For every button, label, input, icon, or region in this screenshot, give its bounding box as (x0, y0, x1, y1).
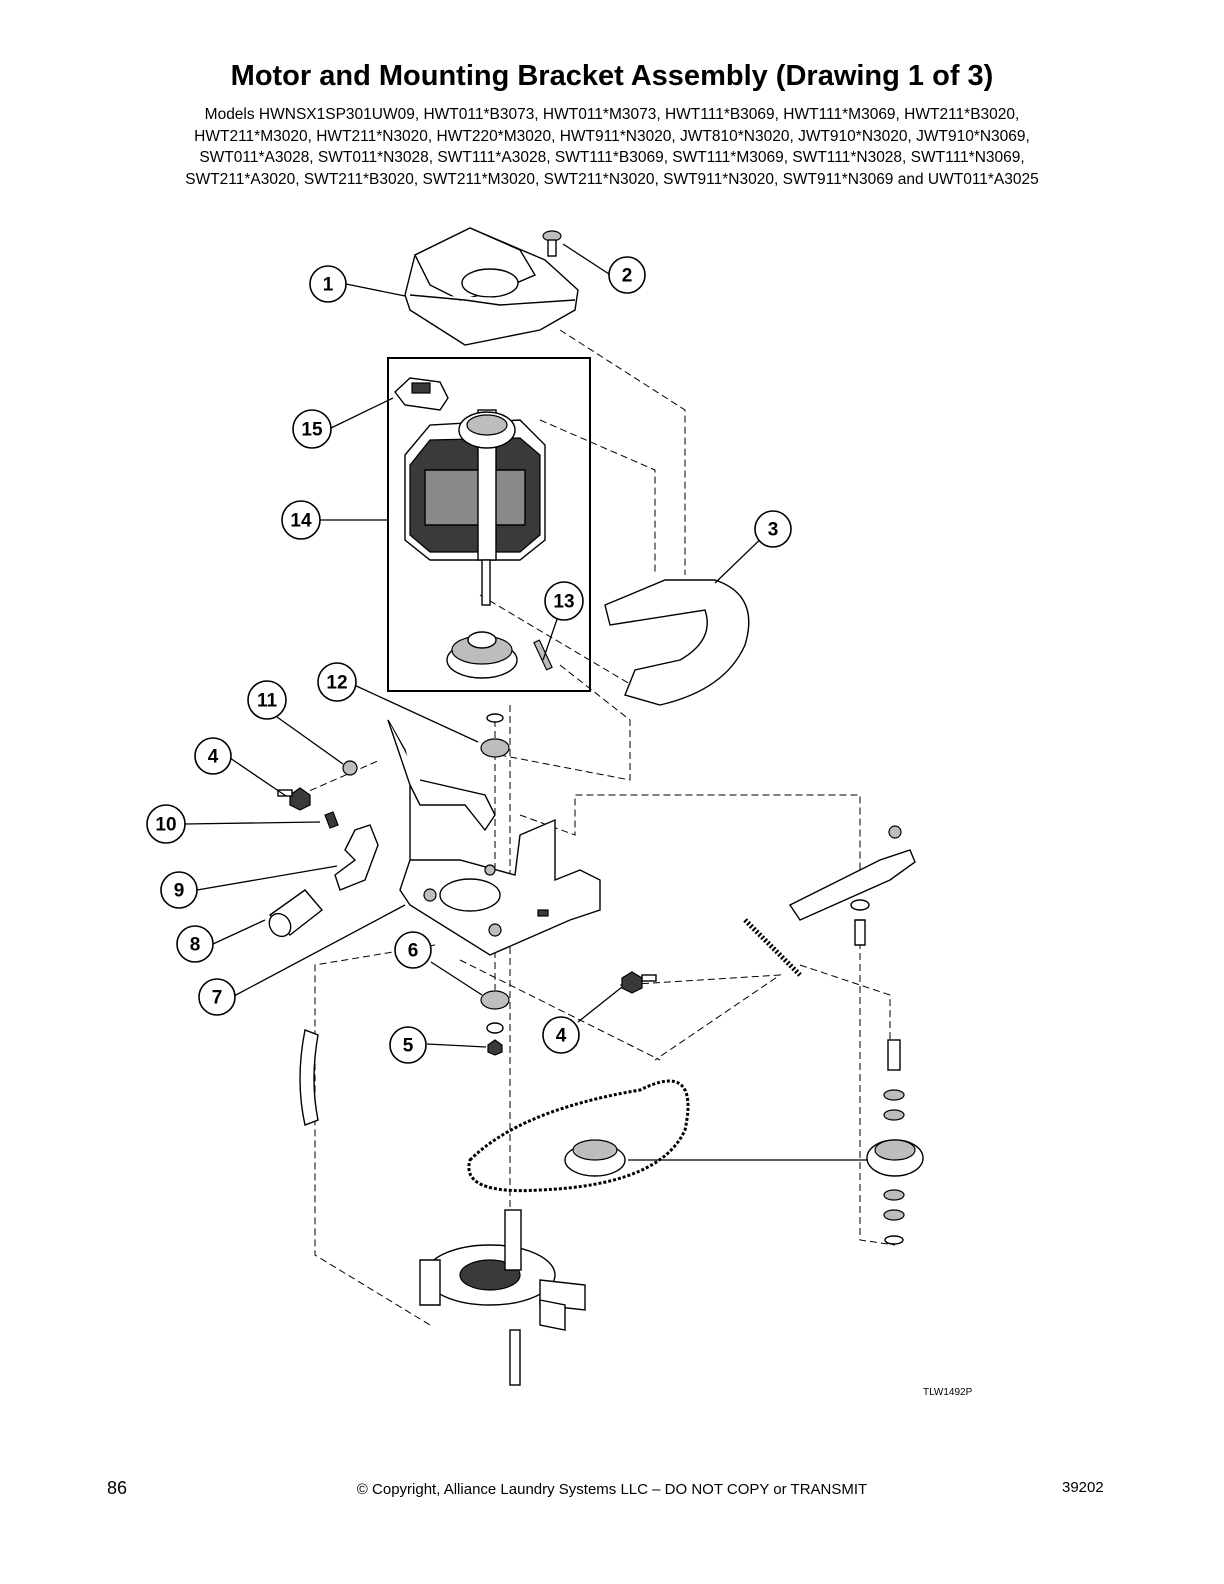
callout-9: 9 (160, 871, 198, 909)
callout-3: 3 (754, 510, 792, 548)
callout-8: 8 (176, 925, 214, 963)
belt-part (467, 1079, 690, 1193)
pin-part (533, 639, 553, 671)
callout-2: 2 (608, 256, 646, 294)
idler-arm-part (788, 825, 916, 946)
motor-pulley-part (446, 631, 518, 679)
callout-5: 5 (389, 1026, 427, 1064)
callout-label: 6 (408, 941, 419, 962)
pump-part (419, 1209, 586, 1386)
callout-13: 13 (544, 581, 584, 621)
callout-label: 7 (212, 988, 223, 1009)
spring-part (743, 918, 802, 977)
callout-label: 1 (323, 275, 334, 296)
callout-label: 3 (768, 520, 779, 541)
lower-grommet-part (480, 990, 510, 1034)
callout-label: 2 (622, 266, 633, 287)
callout-12: 12 (317, 662, 357, 702)
mounting-bracket-part (387, 719, 601, 956)
callout-label: 12 (326, 673, 347, 694)
callout-label: 15 (301, 420, 323, 441)
callout-label: 14 (290, 511, 312, 532)
nut-part (487, 1039, 503, 1056)
callout-label: 9 (174, 881, 185, 902)
callout-6: 6 (394, 931, 432, 969)
idler-pulley-stack-part (866, 1039, 924, 1245)
washer-part (342, 760, 358, 776)
motor-part (404, 409, 546, 606)
motor-shield-part (604, 579, 750, 706)
bolt-part (277, 787, 311, 811)
leader-lines (183, 243, 868, 1161)
model-line: HWT211*M3020, HWT211*N3020, HWT220*M3020… (194, 127, 1030, 145)
hose-part (299, 1029, 319, 1126)
document-number: 39202 (1062, 1479, 1104, 1496)
callout-label: 4 (208, 747, 219, 768)
callout-7: 7 (198, 978, 236, 1016)
callout-1: 1 (309, 265, 347, 303)
callout-4: 4 (194, 737, 232, 775)
callout-11: 11 (247, 680, 287, 720)
clip-part (334, 824, 379, 891)
motor-cover-part (404, 227, 579, 346)
drawing-code: TLW1492P (923, 1387, 973, 1398)
callout-label: 10 (155, 815, 176, 836)
screw-part (542, 230, 562, 257)
callout-14: 14 (281, 500, 321, 540)
callout-label: 8 (190, 935, 201, 956)
grommet-part (480, 713, 510, 758)
callout-label: 13 (553, 592, 574, 613)
capacitor-part (268, 889, 324, 938)
bolt-part (621, 971, 657, 994)
callout-10: 10 (146, 804, 186, 844)
motor-kit-frame (387, 357, 591, 692)
page-title: Motor and Mounting Bracket Assembly (Dra… (230, 60, 994, 92)
belt-pulley-part (564, 1139, 626, 1177)
callout-4-lower: 4 (542, 1016, 580, 1054)
page-number: 86 (107, 1478, 128, 1498)
model-list: Models HWNSX1SP301UW09, HWT011*B3073, HW… (80, 104, 1144, 190)
model-line: Models HWNSX1SP301UW09, HWT011*B3073, HW… (204, 106, 1020, 123)
callout-label: 11 (257, 691, 278, 712)
callout-15: 15 (292, 409, 332, 449)
model-line: SWT211*A3020, SWT211*B3020, SWT211*M3020… (185, 170, 1039, 188)
callout-label: 5 (403, 1036, 414, 1057)
motor-switch-part (394, 377, 449, 411)
bracket-screw-part (324, 811, 339, 829)
alignment-lines (299, 329, 896, 1326)
callout-label: 4 (556, 1026, 567, 1047)
copyright-notice: © Copyright, Alliance Laundry Systems LL… (356, 1481, 868, 1498)
model-line: SWT011*A3028, SWT011*N3028, SWT111*A3028… (199, 149, 1025, 166)
